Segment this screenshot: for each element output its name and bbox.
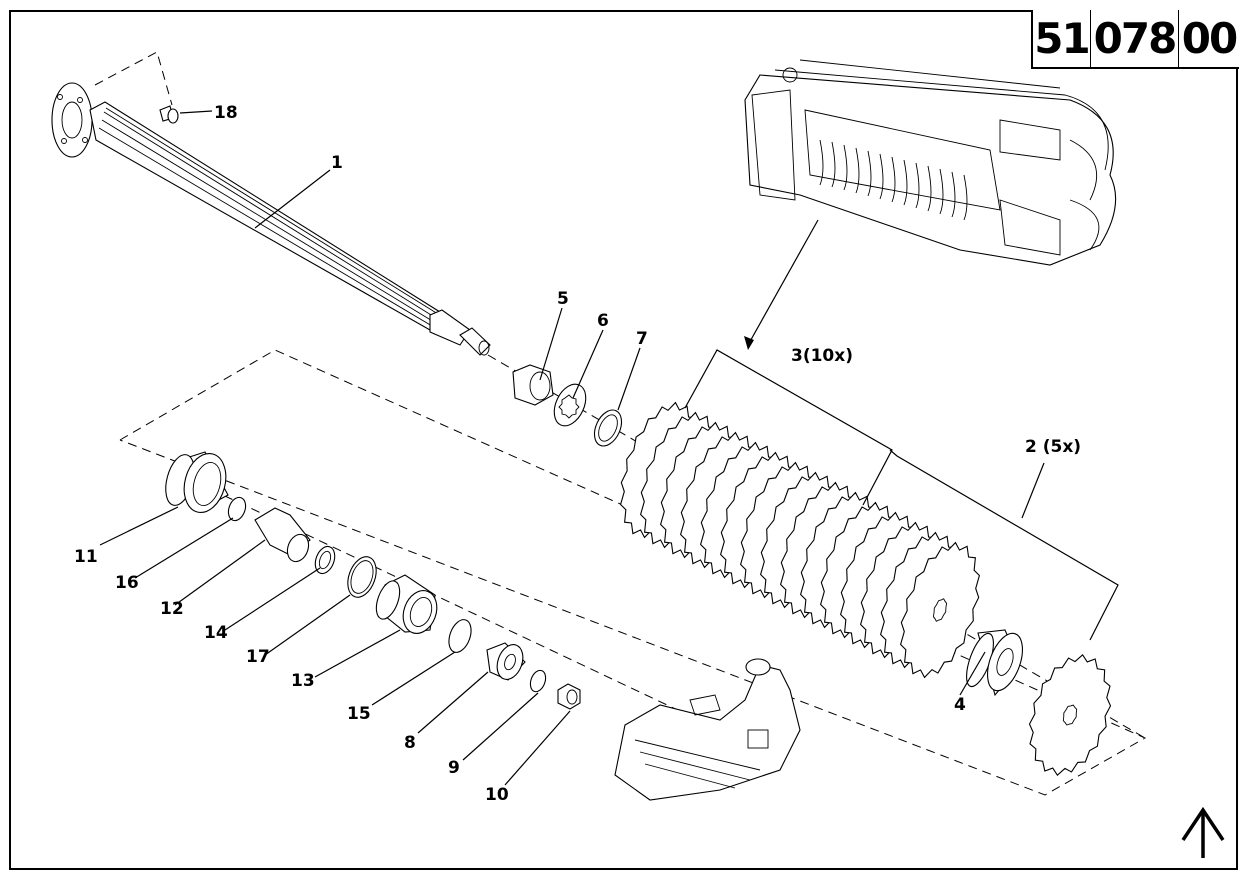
callout-16: 16 — [115, 573, 139, 593]
callout-15: 15 — [347, 704, 371, 724]
bearing-part — [486, 642, 526, 681]
seal-ring-part — [314, 545, 336, 575]
up-arrow-icon — [1181, 806, 1225, 858]
callout-3: 3(10x) — [791, 346, 853, 366]
o-ring-15-part — [448, 619, 472, 653]
retaining-ring-part — [347, 556, 377, 598]
callout-18: 18 — [214, 103, 238, 123]
toothed-disc-large-part — [1028, 654, 1112, 776]
callout-11: 11 — [74, 547, 98, 567]
callout-17: 17 — [246, 647, 270, 667]
nut-part — [512, 364, 554, 406]
spacer-bushing-part — [966, 629, 1023, 697]
callout-14: 14 — [204, 623, 228, 643]
callout-8: 8 — [404, 733, 416, 753]
leader-lines — [99, 110, 1119, 786]
callout-9: 9 — [448, 758, 460, 778]
part-number-box: 51 078 00 — [1031, 10, 1239, 69]
callout-7: 7 — [636, 329, 648, 349]
nut-10-part — [557, 683, 581, 710]
overview-pointer-arrowhead — [744, 336, 754, 350]
callout-1: 1 — [331, 153, 343, 173]
overview-pointer-line — [747, 219, 819, 346]
toothed-disc-single — [1028, 654, 1112, 776]
callout-6: 6 — [597, 311, 609, 331]
bolt-part — [159, 105, 179, 124]
o-ring-16-part — [227, 496, 247, 522]
lock-washer-part — [553, 383, 587, 427]
toothed-disc — [899, 541, 981, 679]
part-number-segment: 078 — [1091, 10, 1179, 67]
gearbox-housing-illustration — [614, 658, 801, 801]
machine-overview-illustration — [744, 59, 1117, 266]
callout-2: 2 (5x) — [1025, 437, 1081, 457]
part-number-segment: 51 — [1033, 10, 1091, 67]
callout-10: 10 — [485, 785, 509, 805]
bearing-axis-line — [169, 469, 721, 731]
disc-hub — [932, 598, 948, 622]
bearing-unit-part — [375, 574, 438, 634]
disc-hub — [1062, 704, 1078, 726]
bearing-housing-part — [165, 451, 229, 513]
callout-12: 12 — [160, 599, 184, 619]
splined-shaft-part — [51, 82, 491, 356]
sleeve-part — [254, 507, 311, 563]
callout-5: 5 — [557, 289, 569, 309]
washer-9-part — [529, 669, 547, 693]
part-number-segment: 00 — [1181, 14, 1238, 63]
callout-13: 13 — [291, 671, 315, 691]
assembly-envelope-dashed — [119, 349, 1147, 796]
drawing-frame — [9, 10, 1238, 870]
washer-part — [593, 409, 623, 447]
toothed-disc-stack-part — [619, 401, 981, 679]
callout-4: 4 — [954, 695, 966, 715]
bolt-reference-line — [94, 51, 173, 106]
